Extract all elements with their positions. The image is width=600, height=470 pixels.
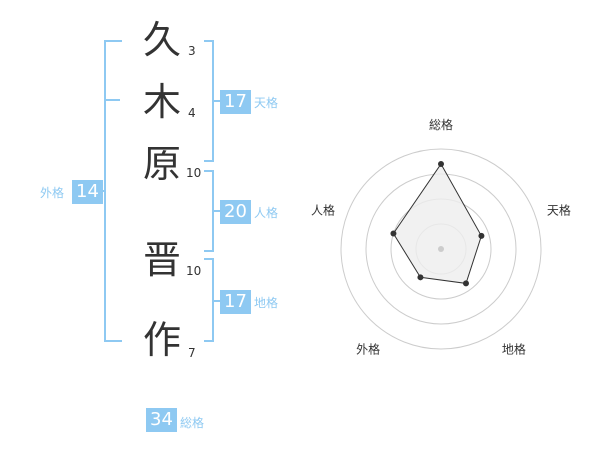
ten-label: 天格	[254, 96, 279, 110]
stroke-count-1: 3	[188, 44, 196, 58]
radar-axis-label-5: 人格	[311, 203, 335, 218]
chi-badge: 17	[220, 290, 251, 314]
radar-axis-label-3: 地格	[502, 341, 526, 356]
radar-axis-label-1: 総格	[429, 117, 453, 132]
gai-badge: 14	[72, 180, 103, 204]
radar-point-3	[462, 280, 469, 287]
ten-bracket-tick	[212, 100, 220, 102]
stroke-count-4: 10	[186, 264, 202, 278]
radar-axis-label-2: 天格	[547, 203, 571, 218]
stroke-count-3: 10	[186, 166, 202, 180]
gai-label: 外格	[40, 186, 65, 200]
radar-center-dot	[438, 246, 444, 252]
chi-bracket-tick	[212, 300, 220, 302]
jin-label: 人格	[254, 206, 279, 220]
name-char-2: 木	[142, 80, 181, 124]
chi-label: 地格	[254, 296, 279, 310]
stroke-count-5: 7	[188, 346, 196, 360]
name-char-1: 久	[142, 18, 181, 62]
radar-point-1	[438, 161, 444, 167]
radar-ring-4	[340, 148, 542, 350]
radar-point-2	[478, 232, 485, 239]
ten-badge: 17	[220, 90, 251, 114]
radar-point-4	[417, 274, 424, 281]
so-badge: 34	[146, 408, 177, 432]
jin-bracket-tick	[212, 210, 220, 212]
jin-badge: 20	[220, 200, 251, 224]
stroke-count-2: 4	[188, 106, 196, 120]
gai-bracket	[104, 40, 122, 342]
radar-area	[392, 163, 482, 284]
so-label: 総格	[180, 416, 205, 430]
gai-bracket-tick-upper	[104, 99, 120, 101]
radar-point-5	[390, 230, 397, 237]
name-char-3: 原	[142, 142, 181, 186]
radar-axis-label-4: 外格	[356, 341, 380, 356]
radar-points	[390, 161, 485, 287]
name-char-4: 晋	[142, 238, 181, 282]
name-char-5: 作	[142, 318, 181, 362]
